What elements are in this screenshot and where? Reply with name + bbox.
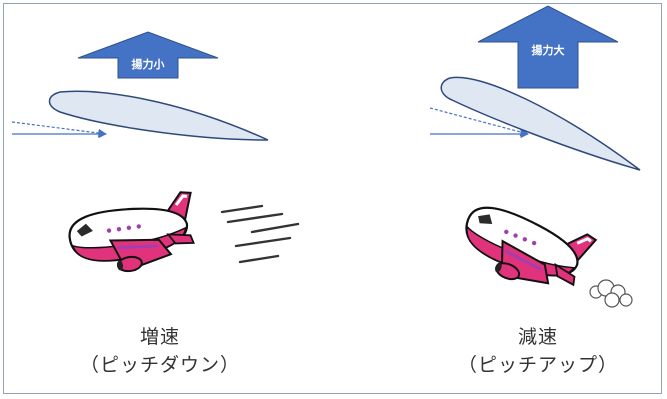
right-airflow-arrow xyxy=(429,107,529,139)
right-lift-arrow: 揚力大 xyxy=(477,5,619,89)
right-caption: 減速 （ピッチアップ） xyxy=(418,323,658,379)
left-airplane xyxy=(68,191,195,273)
right-caption-subtitle: （ピッチアップ） xyxy=(457,354,618,376)
left-lift-label: 揚力小 xyxy=(132,57,165,71)
left-caption: 増速 （ピッチダウン） xyxy=(40,323,280,379)
left-speed-lines xyxy=(220,204,300,264)
left-caption-title: 増速 xyxy=(139,326,180,348)
left-lift-arrow: 揚力小 xyxy=(77,31,219,79)
left-caption-subtitle: （ピッチダウン） xyxy=(79,354,240,376)
right-airplane xyxy=(465,206,598,287)
right-airfoil xyxy=(440,76,641,171)
left-airfoil xyxy=(48,90,269,141)
right-exhaust-puff xyxy=(589,279,633,308)
left-airflow-arrow xyxy=(11,121,107,139)
right-caption-title: 減速 xyxy=(517,326,558,348)
right-lift-label: 揚力大 xyxy=(532,43,565,57)
